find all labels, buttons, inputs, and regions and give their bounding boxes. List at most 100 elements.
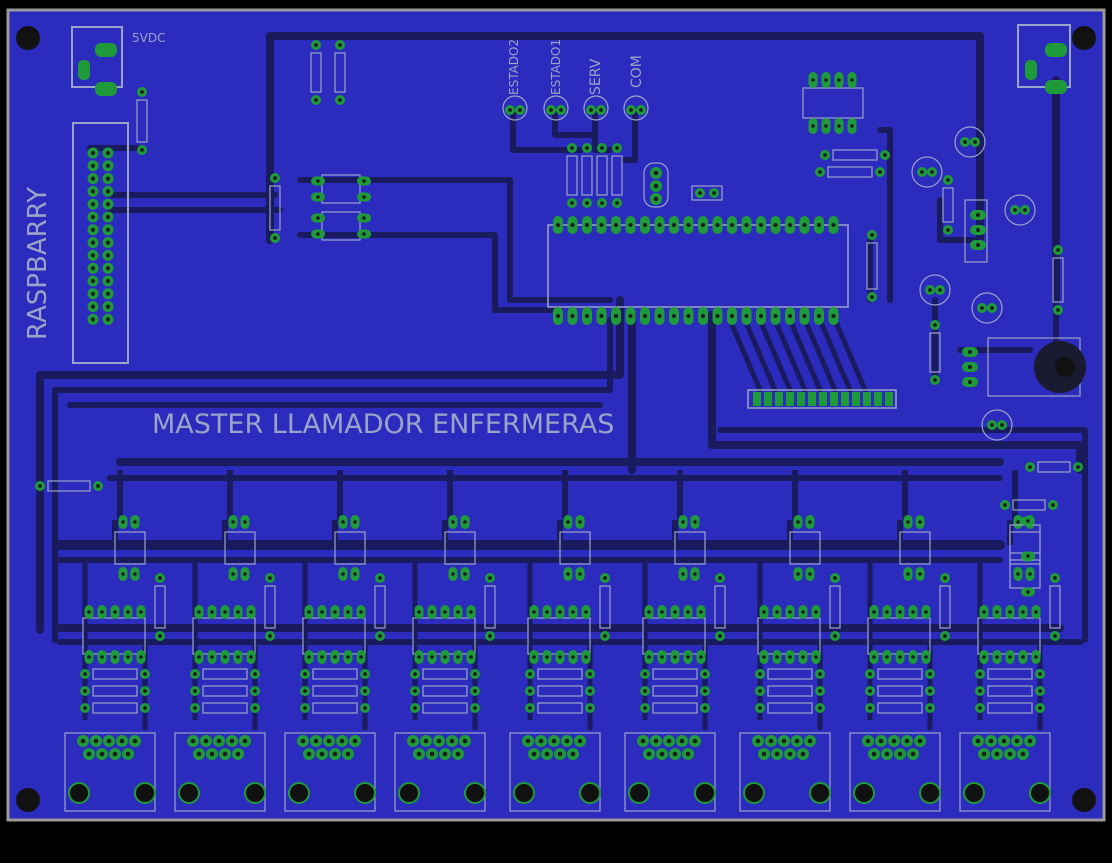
- resistor: [264, 573, 276, 641]
- side-label: RASPBARRY: [23, 187, 53, 340]
- raspberry-header: [72, 122, 129, 364]
- resistor: [975, 668, 1045, 680]
- pad: [908, 650, 918, 664]
- resistor: [484, 573, 496, 641]
- power-connector: [71, 26, 123, 96]
- pad: [410, 686, 420, 696]
- pad: [895, 605, 905, 619]
- connector-pin: [1017, 748, 1029, 760]
- resistor: [815, 166, 885, 178]
- pad: [35, 481, 45, 491]
- connector-pin: [689, 735, 701, 747]
- pad: [265, 573, 275, 583]
- pad: [556, 105, 566, 115]
- pad: [130, 515, 140, 529]
- header-pin: [808, 392, 816, 406]
- pad: [546, 105, 556, 115]
- board-title: MASTER LLAMADOR ENFERMERAS: [152, 409, 614, 440]
- connector-pin: [407, 735, 419, 747]
- resistor: [755, 702, 825, 714]
- pad: [943, 175, 953, 185]
- connector-pin: [1024, 735, 1036, 747]
- pad: [921, 650, 931, 664]
- pad: [525, 669, 535, 679]
- channel-block: [64, 470, 166, 812]
- connector-pin: [914, 735, 926, 747]
- connector-pin: [752, 735, 764, 747]
- connector-pin: [200, 735, 212, 747]
- pad: [683, 605, 693, 619]
- pad: [882, 605, 892, 619]
- pad: [992, 650, 1002, 664]
- pad: [140, 686, 150, 696]
- header-pin: [87, 313, 99, 325]
- resistor: [80, 702, 150, 714]
- pad: [600, 573, 610, 583]
- pad: [979, 605, 989, 619]
- resistor: [410, 702, 480, 714]
- pad: [847, 72, 857, 88]
- pad: [317, 650, 327, 664]
- pad: [930, 375, 940, 385]
- pad: [155, 631, 165, 641]
- pad: [596, 105, 606, 115]
- connector-pin: [129, 735, 141, 747]
- resistor: [300, 702, 370, 714]
- resistor: [334, 40, 346, 105]
- resistor: [190, 668, 260, 680]
- connector-pin: [426, 748, 438, 760]
- header-pin: [102, 185, 114, 197]
- header-pin: [102, 173, 114, 185]
- pad: [847, 118, 857, 134]
- optocoupler: [444, 531, 476, 565]
- connector-pin: [548, 735, 560, 747]
- ic-pin: [582, 307, 592, 325]
- pad: [190, 703, 200, 713]
- capacitor: [981, 409, 1013, 441]
- pad: [80, 669, 90, 679]
- pad: [448, 515, 458, 529]
- pad: [785, 605, 795, 619]
- pad: [1005, 650, 1015, 664]
- pad: [987, 420, 997, 430]
- ic-pin: [741, 216, 752, 234]
- resistor: [820, 149, 890, 161]
- pad: [805, 515, 815, 529]
- pad: [240, 515, 250, 529]
- pad: [798, 605, 808, 619]
- ic-pin: [785, 307, 795, 325]
- pad: [1035, 703, 1045, 713]
- mount-pin: [743, 782, 765, 804]
- optocoupler: [789, 531, 821, 565]
- connector-pin: [862, 735, 874, 747]
- pad: [575, 567, 585, 581]
- header-pin: [102, 211, 114, 223]
- pad: [343, 650, 353, 664]
- connector-pin: [336, 735, 348, 747]
- connector-pin: [122, 748, 134, 760]
- pad: [525, 703, 535, 713]
- pad: [485, 573, 495, 583]
- pad: [1020, 205, 1030, 215]
- pad: [563, 515, 573, 529]
- pad: [626, 105, 636, 115]
- connector-pin: [567, 748, 579, 760]
- pad: [300, 669, 310, 679]
- ic-pin: [553, 216, 563, 234]
- pad: [690, 515, 700, 529]
- pad: [772, 650, 782, 664]
- pad: [657, 650, 667, 664]
- pad: [700, 686, 710, 696]
- ic-pin: [683, 216, 694, 234]
- pad: [568, 605, 578, 619]
- pad: [270, 173, 280, 183]
- pad: [311, 176, 325, 186]
- pad: [612, 143, 622, 153]
- pad: [581, 605, 591, 619]
- pad: [815, 703, 825, 713]
- channel-block: [959, 470, 1061, 812]
- pad: [414, 650, 424, 664]
- header-pin: [775, 392, 783, 406]
- mount-pin: [579, 782, 601, 804]
- pad: [597, 198, 607, 208]
